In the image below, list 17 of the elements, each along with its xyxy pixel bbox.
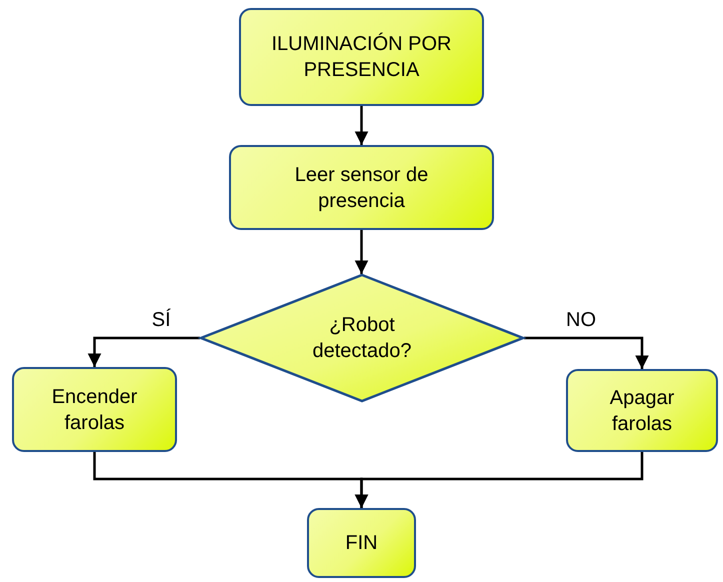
arrow: [524, 336, 649, 369]
node-text: ILUMINACIÓN POR PRESENCIA: [270, 32, 453, 83]
process-box: [12, 367, 177, 452]
node-text: Encender farolas: [50, 384, 138, 436]
decision-diamond: [200, 274, 524, 402]
process-box: [239, 8, 484, 106]
node-text: ¿Robot detectado?: [312, 313, 412, 364]
node-text: Leer sensor de presencia: [294, 162, 430, 214]
arrow: [354, 230, 368, 274]
process-box: [229, 145, 494, 230]
process-box: [566, 369, 718, 452]
arrow: [354, 452, 644, 508]
node-text: Apagar farolas: [608, 386, 676, 436]
process-box: [307, 508, 416, 578]
arrow: [354, 106, 368, 145]
arrow: [88, 336, 200, 367]
node-text: FIN: [345, 531, 378, 556]
